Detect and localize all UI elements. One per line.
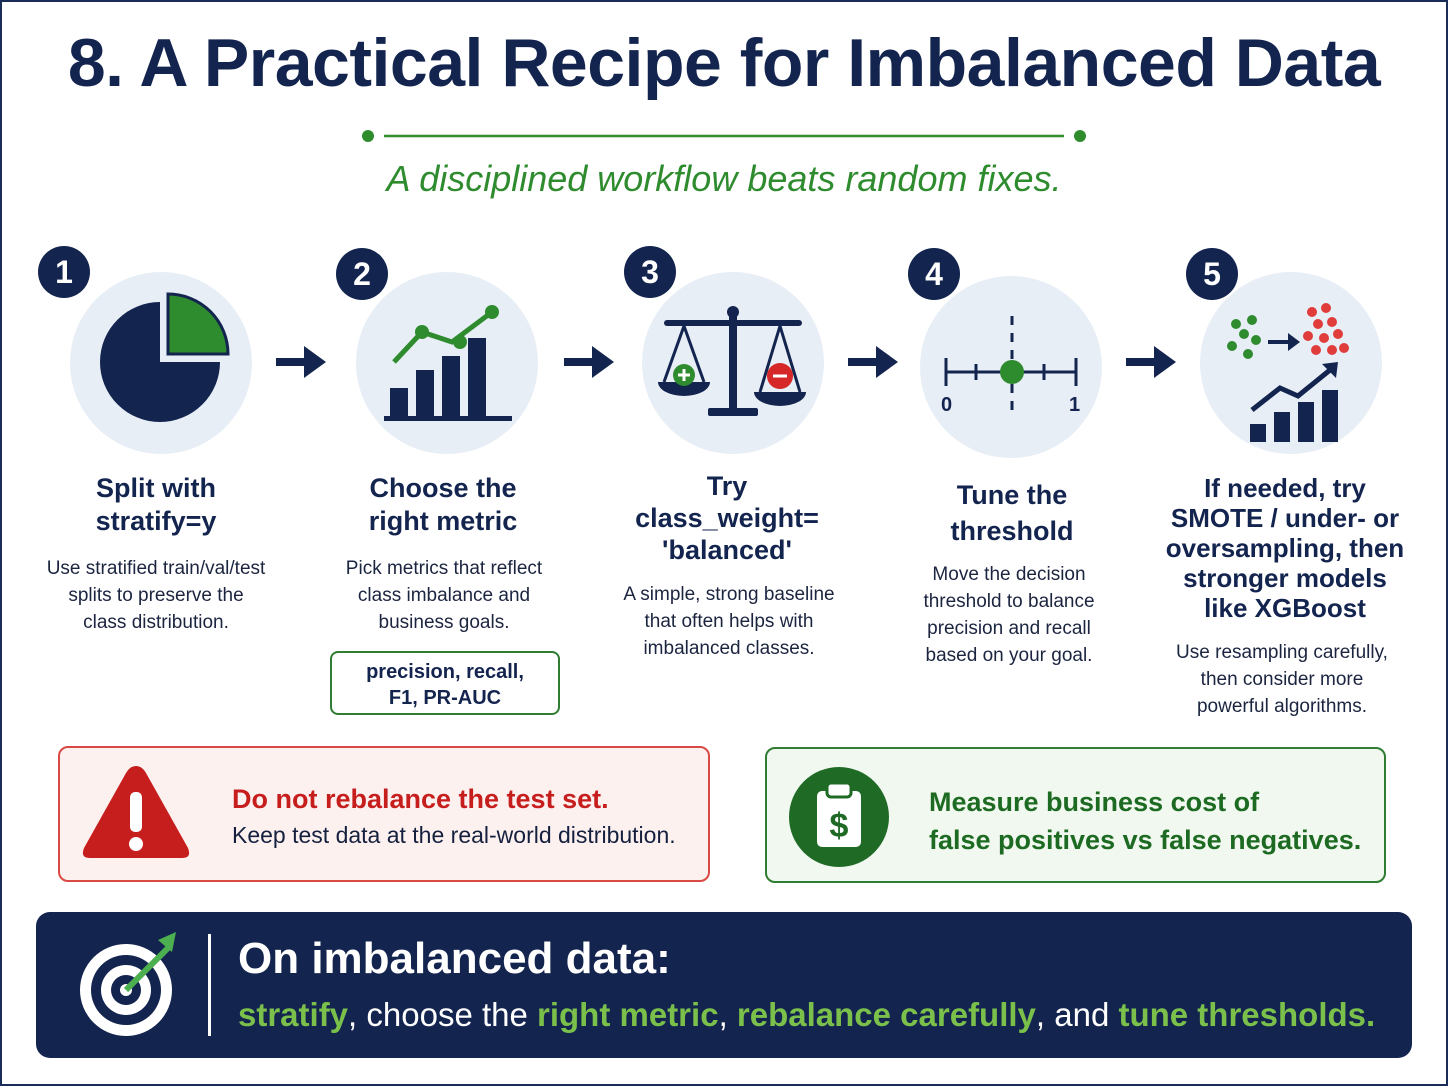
step-5-icon-circle [1200,272,1382,454]
step-4-icon-circle [920,276,1102,458]
pie-chart-icon [100,292,230,422]
summary-banner: On imbalanced data: stratify, choose the… [36,912,1412,1058]
arrow-right-icon [848,346,898,378]
threshold-slider-icon [944,316,1078,416]
step-2-icon-circle [356,272,538,454]
step-number-1: 1 [38,246,90,298]
banner-summary: stratify, choose the right metric, rebal… [238,996,1376,1033]
step-1-icon-circle [70,272,252,454]
balance-scale-icon [658,306,806,416]
arrow-right-icon [276,346,326,378]
step-number-3: 3 [624,246,676,298]
step-5-description: Use resampling carefully, then consider … [1176,642,1388,717]
metrics-list-box: precision, recall, F1, PR-AUC [330,651,560,715]
slider-max-label: 1 [1069,394,1081,416]
step-5-title: If needed, try SMOTE / under- or oversam… [1165,473,1405,623]
business-cost-text: Measure business cost of false positives… [929,787,1362,855]
bar-trend-chart-icon [384,305,512,421]
svg-text:$: $ [830,807,849,845]
warning-card: Do not rebalance the test set. Keep test… [58,746,710,882]
step-number-4: 4 [908,248,960,300]
page-title: 8. A Practical Recipe for Imbalanced Dat… [67,25,1381,101]
banner-title: On imbalanced data: [238,934,671,983]
warning-triangle-icon [82,766,190,858]
clipboard-dollar-icon: $ [789,767,889,867]
step-3-title: Try class_weight= 'balanced' [635,471,819,565]
arrow-right-icon [564,346,614,378]
business-cost-card: $ Measure business cost of false positiv… [765,747,1386,883]
step-1-title: Split with stratify=y [95,473,217,536]
warning-title: Do not rebalance the test set. [232,784,609,814]
step-4-description: Move the decision threshold to balance p… [923,564,1095,666]
resampling-growth-icon [1227,303,1349,442]
title-divider [362,130,1086,142]
warning-text: Keep test data at the real-world distrib… [232,822,676,848]
slider-min-label: 0 [941,394,953,416]
banner-separator [208,934,211,1036]
page-subtitle: A disciplined workflow beats random fixe… [386,158,1062,199]
step-2-title: Choose the right metric [368,473,518,536]
step-number-2: 2 [336,248,388,300]
step-number-5: 5 [1186,248,1238,300]
step-4-title: Tune the threshold [950,480,1074,546]
arrow-right-icon [1126,346,1176,378]
step-2-description: Pick metrics that reflect class imbalanc… [345,558,543,633]
target-arrow-icon [80,932,176,1036]
step-1-description: Use stratified train/val/test splits to … [46,558,266,633]
step-3-icon-circle [642,272,824,454]
step-3-description: A simple, strong baseline that often hel… [623,584,835,659]
